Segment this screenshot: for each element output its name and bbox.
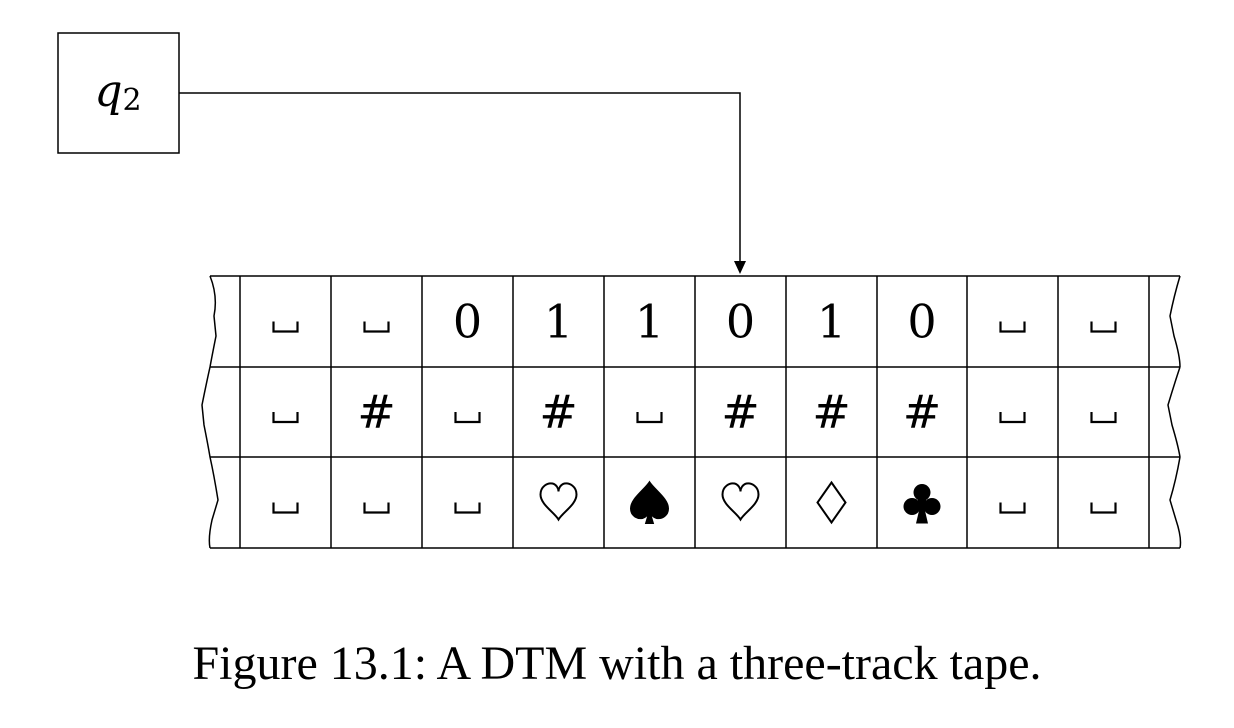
tape-symbol-text: 1	[817, 295, 846, 349]
blank-symbol-glyph	[999, 502, 1026, 514]
blank-symbol	[1090, 412, 1117, 424]
tape: 0 1 1 0 1 0 # # # # #	[201, 275, 1182, 549]
tape-cell-track1-7: 1	[817, 295, 846, 349]
blank-symbol-glyph	[272, 502, 299, 514]
blank-symbol	[272, 502, 299, 514]
tm-diagram: q2 0 1 1 0 1 0 # # # # #	[57, 32, 1182, 549]
blank-symbol-glyph	[454, 502, 481, 514]
club-icon	[903, 484, 941, 524]
tape-cell-track3-5	[629, 480, 670, 524]
tape-cell-track1-3: 0	[453, 295, 482, 349]
diamond-icon	[816, 480, 847, 525]
tape-symbol-text: 1	[544, 295, 573, 349]
tape-cell-track1-2	[363, 321, 390, 333]
blank-symbol	[999, 412, 1026, 424]
blank-symbol	[1090, 502, 1117, 514]
tape-cell-track3-6	[721, 482, 760, 522]
tape-cell-track3-8	[903, 484, 941, 524]
tape-cell-track3-4	[539, 482, 578, 522]
tape-cell-track2-2: #	[357, 385, 396, 439]
tape-cell-track2-9	[999, 412, 1026, 424]
tape-right-torn-edge	[1167, 275, 1182, 549]
blank-symbol-glyph	[454, 412, 481, 424]
tape-cell-track1-1	[272, 321, 299, 333]
tape-symbol-text: 1	[635, 295, 664, 349]
heart-icon	[539, 482, 578, 522]
tape-symbol-text: #	[721, 385, 760, 439]
tape-symbol-text: #	[903, 385, 942, 439]
blank-symbol-glyph	[272, 412, 299, 424]
blank-symbol	[272, 412, 299, 424]
blank-symbol-glyph	[636, 412, 663, 424]
state-label: q2	[94, 66, 141, 118]
tape-cell-track3-3	[454, 502, 481, 514]
tape-left-torn-edge	[201, 275, 219, 549]
tape-cell-track1-4: 1	[544, 295, 573, 349]
tape-cell-track3-1	[272, 502, 299, 514]
blank-symbol	[999, 502, 1026, 514]
head-pointer-line	[179, 92, 741, 262]
heart-icon	[721, 482, 760, 522]
blank-symbol	[363, 321, 390, 333]
tape-cell-track2-4: #	[539, 385, 578, 439]
tape-symbol-text: 0	[726, 295, 755, 349]
tape-cell-track1-9	[999, 321, 1026, 333]
tape-symbol-text: 0	[453, 295, 482, 349]
blank-symbol	[454, 502, 481, 514]
tape-cell-track3-7	[816, 480, 847, 525]
state-box: q2	[57, 32, 180, 154]
tape-cell-track2-10	[1090, 412, 1117, 424]
tape-cell-track1-6: 0	[726, 295, 755, 349]
tape-cell-track2-3	[454, 412, 481, 424]
tape-cell-track2-7: #	[812, 385, 851, 439]
blank-symbol-glyph	[999, 321, 1026, 333]
blank-symbol	[999, 321, 1026, 333]
tape-cell-track2-1	[272, 412, 299, 424]
tape-symbol-text: #	[357, 385, 396, 439]
tape-cell-track3-2	[363, 502, 390, 514]
tape-symbol-text: 0	[907, 295, 936, 349]
blank-symbol-glyph	[363, 502, 390, 514]
head-pointer-arrowhead	[734, 261, 746, 274]
blank-symbol-glyph	[1090, 321, 1117, 333]
blank-symbol-glyph	[999, 412, 1026, 424]
tape-cell-track1-8: 0	[907, 295, 936, 349]
tape-cells: 0 1 1 0 1 0 # # # # #	[272, 295, 1117, 525]
tape-cell-track2-6: #	[721, 385, 760, 439]
blank-symbol-glyph	[1090, 502, 1117, 514]
blank-symbol-glyph	[363, 321, 390, 333]
tape-symbol-text: #	[812, 385, 851, 439]
blank-symbol	[272, 321, 299, 333]
tape-cell-track1-10	[1090, 321, 1117, 333]
state-subscript: 2	[123, 83, 142, 118]
tape-symbol-text: #	[539, 385, 578, 439]
tape-cell-track1-5: 1	[635, 295, 664, 349]
figure-caption: Figure 13.1: A DTM with a three-track ta…	[192, 637, 1042, 690]
blank-symbol-glyph	[1090, 412, 1117, 424]
tape-cell-track3-9	[999, 502, 1026, 514]
blank-symbol-glyph	[272, 321, 299, 333]
blank-symbol	[636, 412, 663, 424]
blank-symbol	[363, 502, 390, 514]
spade-icon	[629, 480, 670, 524]
blank-symbol	[1090, 321, 1117, 333]
state-letter: q	[94, 66, 122, 117]
tape-cell-track3-10	[1090, 502, 1117, 514]
tape-cell-track2-8: #	[903, 385, 942, 439]
tape-cell-track2-5	[636, 412, 663, 424]
blank-symbol	[454, 412, 481, 424]
